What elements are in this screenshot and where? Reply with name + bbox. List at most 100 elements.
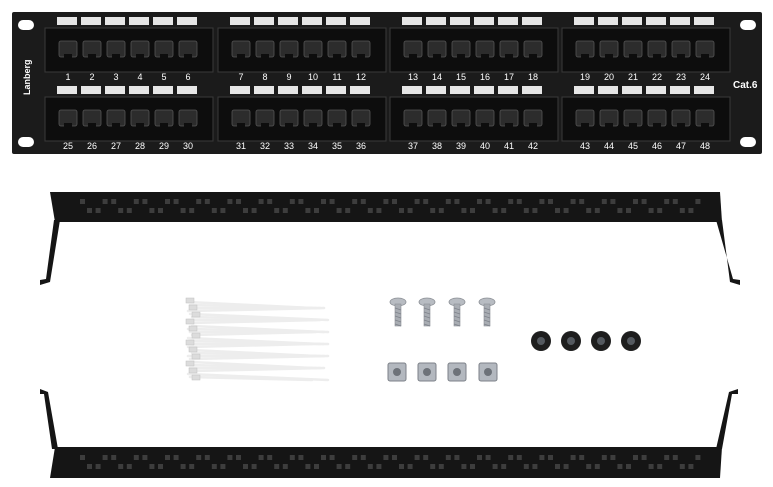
port-number-label: 34 xyxy=(308,141,318,151)
rj45-port[interactable] xyxy=(58,109,78,127)
rj45-latch-slot xyxy=(261,123,269,127)
bracket-slot xyxy=(360,199,366,204)
rj45-port[interactable] xyxy=(106,40,126,58)
label-strip xyxy=(622,17,642,25)
rj45-port[interactable] xyxy=(499,109,519,127)
rj45-port[interactable] xyxy=(58,40,78,58)
rj45-port[interactable] xyxy=(130,40,150,58)
rj45-latch-slot xyxy=(112,123,120,127)
rj45-port[interactable] xyxy=(475,40,495,58)
port-number-label: 12 xyxy=(356,72,366,82)
zip-tie-head xyxy=(191,353,201,360)
port-number-label: 39 xyxy=(456,141,466,151)
zip-tie xyxy=(188,318,322,325)
rj45-port[interactable] xyxy=(255,40,275,58)
rj45-latch-slot xyxy=(285,123,293,127)
port-number-label: 24 xyxy=(700,72,710,82)
rj45-port[interactable] xyxy=(130,109,150,127)
rj45-port[interactable] xyxy=(303,40,323,58)
rj45-port[interactable] xyxy=(82,109,102,127)
bracket-slot xyxy=(165,455,170,460)
rj45-port[interactable] xyxy=(671,40,691,58)
rj45-port[interactable] xyxy=(523,40,543,58)
bracket-slot xyxy=(149,464,155,469)
rj45-port[interactable] xyxy=(451,40,471,58)
bracket-slot xyxy=(133,455,139,460)
grommet xyxy=(561,331,581,351)
rj45-port[interactable] xyxy=(403,40,423,58)
rj45-port[interactable] xyxy=(475,109,495,127)
bracket-slot xyxy=(610,199,616,204)
rj45-port[interactable] xyxy=(671,109,691,127)
rj45-latch-slot xyxy=(581,54,589,58)
rj45-port[interactable] xyxy=(695,40,715,58)
label-strip xyxy=(302,86,322,94)
rj45-port[interactable] xyxy=(575,109,595,127)
rj45-port[interactable] xyxy=(231,40,251,58)
rj45-port[interactable] xyxy=(499,40,519,58)
rj45-port[interactable] xyxy=(351,109,371,127)
bracket-slot xyxy=(539,455,545,460)
screw-thread xyxy=(483,319,491,323)
label-strip xyxy=(646,86,666,94)
bracket-slot xyxy=(345,208,351,213)
rj45-port[interactable] xyxy=(351,40,371,58)
rj45-latch-slot xyxy=(529,123,537,127)
bracket-slot xyxy=(532,208,538,213)
port-number-label: 31 xyxy=(236,141,246,151)
screw-shaft xyxy=(394,303,402,327)
screw xyxy=(389,297,407,327)
rj45-port[interactable] xyxy=(451,109,471,127)
zip-tie-head xyxy=(188,325,198,332)
bracket-slot xyxy=(672,199,678,204)
port-number-label: 11 xyxy=(332,72,341,82)
rj45-port[interactable] xyxy=(178,109,198,127)
screw-thread xyxy=(423,315,431,319)
rj45-port[interactable] xyxy=(231,109,251,127)
port-number-label: 28 xyxy=(135,141,145,151)
rj45-latch-slot xyxy=(88,54,96,58)
rj45-port[interactable] xyxy=(154,109,174,127)
rj45-port[interactable] xyxy=(523,109,543,127)
rj45-port[interactable] xyxy=(178,40,198,58)
screw-thread xyxy=(423,323,431,327)
rj45-port[interactable] xyxy=(623,40,643,58)
rj45-port[interactable] xyxy=(279,109,299,127)
screw-thread xyxy=(394,315,402,319)
cage-nut xyxy=(447,362,467,382)
bracket-slot xyxy=(392,455,397,460)
rj45-port[interactable] xyxy=(303,109,323,127)
bracket-slot xyxy=(267,199,273,204)
port-number-label: 42 xyxy=(528,141,538,151)
rj45-port[interactable] xyxy=(106,109,126,127)
rj45-port[interactable] xyxy=(575,40,595,58)
rj45-port[interactable] xyxy=(427,109,447,127)
label-strip xyxy=(646,17,666,25)
rj45-port[interactable] xyxy=(599,40,619,58)
rj45-port[interactable] xyxy=(279,40,299,58)
bracket-slot xyxy=(648,208,654,213)
rj45-port[interactable] xyxy=(154,40,174,58)
rj45-port[interactable] xyxy=(695,109,715,127)
rj45-port[interactable] xyxy=(623,109,643,127)
bracket-slot xyxy=(251,208,257,213)
label-strip xyxy=(694,86,714,94)
rj45-port[interactable] xyxy=(427,40,447,58)
rj45-port[interactable] xyxy=(403,109,423,127)
rj45-port[interactable] xyxy=(599,109,619,127)
bracket-slot xyxy=(95,464,101,469)
rj45-port[interactable] xyxy=(327,109,347,127)
rj45-latch-slot xyxy=(333,54,341,58)
bracket-slot xyxy=(579,455,585,460)
bracket-slot xyxy=(414,199,420,204)
port-number-label: 30 xyxy=(183,141,193,151)
port-number-label: 6 xyxy=(185,72,190,82)
rj45-port[interactable] xyxy=(647,109,667,127)
rj45-port[interactable] xyxy=(647,40,667,58)
rj45-port[interactable] xyxy=(82,40,102,58)
rj45-port[interactable] xyxy=(327,40,347,58)
bracket-slot xyxy=(445,455,451,460)
port-number-label: 19 xyxy=(580,72,590,82)
rj45-port[interactable] xyxy=(255,109,275,127)
bracket-slot xyxy=(563,208,569,213)
